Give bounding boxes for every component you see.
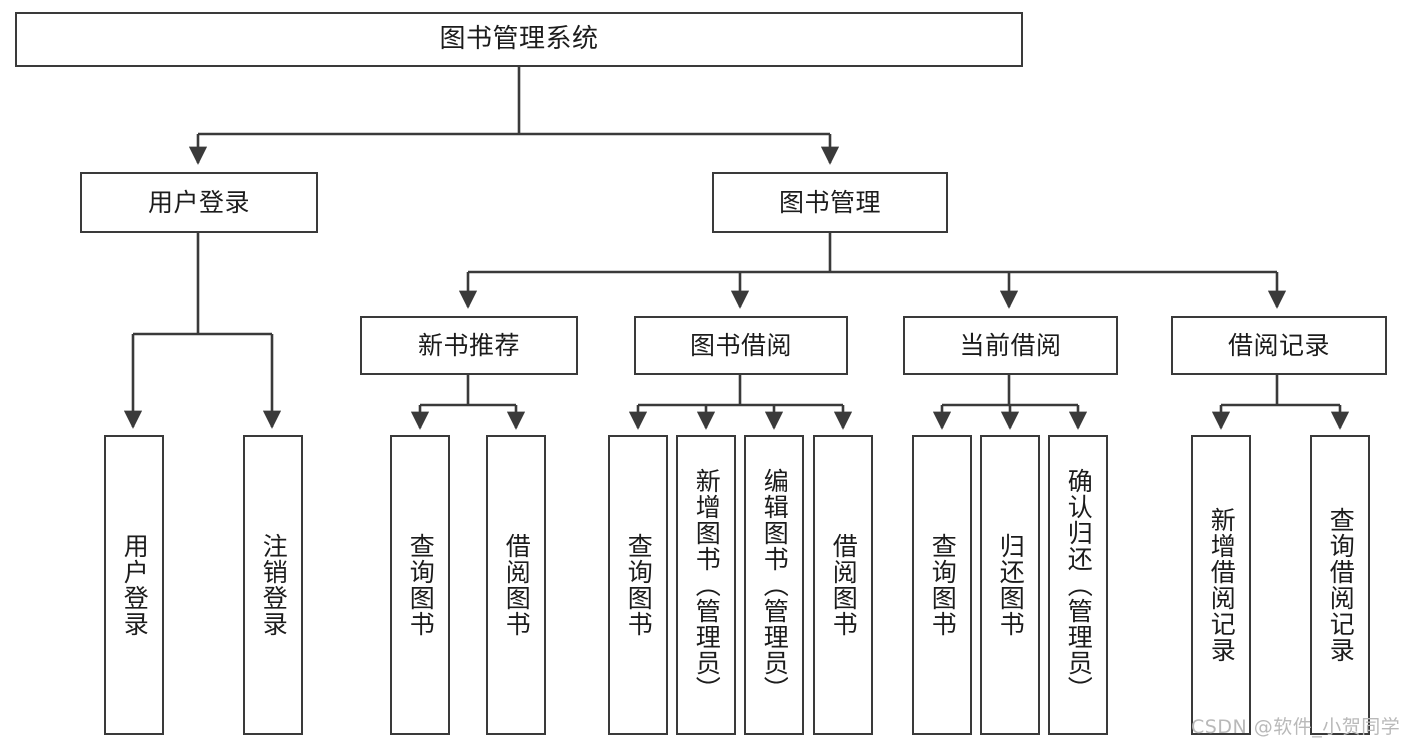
leaf-query-book-borrow[interactable]: 查询图书 (608, 435, 668, 735)
node-new-book-recommend[interactable]: 新书推荐 (360, 316, 578, 375)
leaf-query-borrow-record[interactable]: 查询借阅记录 (1310, 435, 1370, 735)
node-label: 编辑图书（管理员） (760, 468, 790, 702)
node-label: 图书管理系统 (439, 24, 599, 55)
node-root-book-management-system[interactable]: 图书管理系统 (15, 12, 1023, 67)
node-user-login[interactable]: 用户登录 (80, 172, 318, 233)
leaf-edit-book-admin[interactable]: 编辑图书（管理员） (744, 435, 804, 735)
leaf-user-login[interactable]: 用户登录 (104, 435, 164, 735)
node-label: 用户登录 (120, 533, 150, 637)
leaf-add-book-admin[interactable]: 新增图书（管理员） (676, 435, 736, 735)
node-label: 新书推荐 (417, 330, 520, 360)
node-label: 查询图书 (928, 533, 958, 637)
leaf-borrow-book[interactable]: 借阅图书 (813, 435, 873, 735)
node-label: 查询借阅记录 (1326, 507, 1356, 663)
node-label: 借阅记录 (1227, 330, 1330, 360)
node-label: 借阅图书 (829, 533, 859, 637)
node-label: 新增借阅记录 (1207, 507, 1237, 663)
leaf-add-borrow-record[interactable]: 新增借阅记录 (1191, 435, 1251, 735)
node-label: 借阅图书 (502, 533, 532, 637)
node-label: 图书借阅 (689, 330, 792, 360)
leaf-borrow-book-recommend[interactable]: 借阅图书 (486, 435, 546, 735)
node-label: 图书管理 (778, 187, 881, 217)
node-label: 当前借阅 (959, 330, 1062, 360)
node-label: 注销登录 (259, 533, 289, 637)
node-label: 查询图书 (406, 533, 436, 637)
node-current-borrow[interactable]: 当前借阅 (903, 316, 1118, 375)
node-label: 查询图书 (624, 533, 654, 637)
node-label: 确认归还（管理员） (1064, 468, 1094, 702)
node-book-management[interactable]: 图书管理 (712, 172, 948, 233)
node-book-borrow[interactable]: 图书借阅 (634, 316, 848, 375)
node-label: 归还图书 (996, 533, 1026, 637)
leaf-logout[interactable]: 注销登录 (243, 435, 303, 735)
watermark: CSDN @软件_小贺同学 (1191, 716, 1401, 738)
leaf-return-book[interactable]: 归还图书 (980, 435, 1040, 735)
leaf-query-book-current[interactable]: 查询图书 (912, 435, 972, 735)
node-label: 新增图书（管理员） (692, 468, 722, 702)
leaf-query-book-recommend[interactable]: 查询图书 (390, 435, 450, 735)
leaf-confirm-return-admin[interactable]: 确认归还（管理员） (1048, 435, 1108, 735)
node-borrow-record[interactable]: 借阅记录 (1171, 316, 1387, 375)
node-label: 用户登录 (147, 187, 250, 217)
